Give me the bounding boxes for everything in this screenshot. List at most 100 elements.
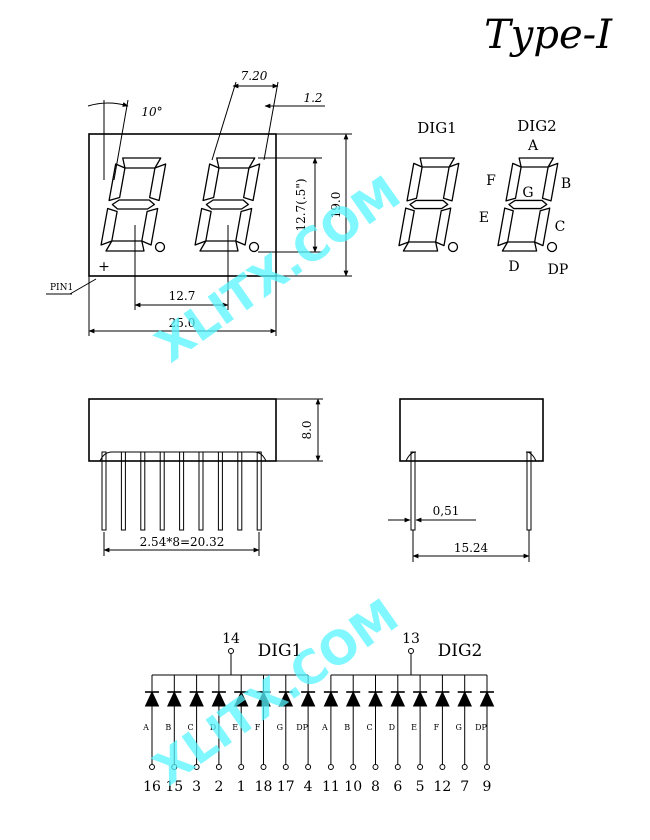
pin-terminal <box>327 764 334 770</box>
dim-seg-width-label: 1.2 <box>303 91 322 105</box>
schematic-pin-number: 16 <box>143 779 161 795</box>
segment-dp <box>248 241 260 253</box>
dim-char-height-label: 12.7(.5") <box>294 178 308 231</box>
segment-d <box>199 240 239 252</box>
schematic-pin-number: 9 <box>483 779 492 795</box>
schematic-pin-number: 8 <box>371 779 380 795</box>
seg-label-g: G <box>522 185 533 201</box>
led-diode: D6 <box>389 675 406 795</box>
segment-f <box>202 163 220 202</box>
pin-terminal <box>305 764 312 770</box>
schematic-segment-label: C <box>188 723 194 732</box>
schematic-pin-number: 10 <box>344 779 362 795</box>
side-pin <box>179 451 185 531</box>
segment-e <box>194 207 212 246</box>
schematic-segment-label: F <box>255 723 261 732</box>
segment-b <box>442 162 460 202</box>
segment-g <box>111 199 156 210</box>
segment-a <box>419 157 455 168</box>
segment-e <box>398 207 415 247</box>
led-diode: B10 <box>344 675 362 795</box>
watermark-bottom: XLITX.COM <box>144 588 408 796</box>
led-diode: F 18 <box>255 675 273 795</box>
schematic: A16B15C3D2E1F18G17DP4A11B10C8D6E5F12G7DP… <box>142 631 495 795</box>
map-digit-1 <box>398 157 460 253</box>
watermark-top: XLITX.COM <box>146 165 410 373</box>
pin1-plus-mark: + <box>98 259 110 275</box>
led-diode: F 12 <box>433 675 451 795</box>
dig1-schematic-label: DIG1 <box>258 641 303 661</box>
schematic-body: A16B15C3D2E1F18G17DP4A11B10C8D6E5F12G7DP… <box>142 648 495 795</box>
schematic-segment-label: E <box>232 723 238 732</box>
seg-label-d: D <box>508 259 519 275</box>
side-view-pins: 8.0 2.54*8=20.32 <box>88 398 323 556</box>
pin-terminal <box>282 764 289 770</box>
end-body-outline <box>399 398 544 462</box>
segment-b <box>541 162 559 202</box>
pin-terminal <box>149 764 155 770</box>
led-diode: A 11 <box>321 675 340 795</box>
schematic-pin-number: 11 <box>322 779 340 795</box>
schematic-segment-label: A <box>142 723 149 732</box>
schematic-segment-label: F <box>434 723 440 732</box>
schematic-pin-number: 18 <box>255 779 273 795</box>
pin-terminal <box>193 764 200 770</box>
segment-map: DIG1 DIG2 A F B G E C D DP <box>398 117 571 278</box>
side-pin <box>256 451 262 531</box>
dim-digit-width-ext-right <box>263 81 279 161</box>
end-pin-right <box>526 451 532 531</box>
seg-label-a: A <box>527 138 539 154</box>
led-diode: DP 9 <box>475 675 495 795</box>
schematic-pin-number: 17 <box>277 779 295 795</box>
display-body-outline <box>88 133 277 277</box>
led-diode: C3 <box>188 675 204 795</box>
segment-g <box>205 199 250 210</box>
pin-terminal <box>238 764 245 770</box>
schematic-pin-number: 15 <box>165 779 183 795</box>
side-body-outline <box>88 398 277 462</box>
segment-c <box>235 207 253 246</box>
pin-terminal <box>484 764 490 770</box>
side-pin <box>101 451 107 531</box>
side-pin <box>159 451 165 531</box>
segment-b <box>242 163 261 202</box>
segment-a <box>518 157 554 168</box>
dig1-common-terminal <box>228 648 234 654</box>
dig2-common-terminal <box>408 648 414 654</box>
segment-d <box>501 241 538 252</box>
seg-label-c: C <box>555 219 566 235</box>
segment-c <box>434 207 452 247</box>
dim-pitch-label: 12.7 <box>169 289 196 303</box>
led-diode: B15 <box>165 675 183 795</box>
dim-digit-width-ext-left <box>211 81 237 161</box>
dim-pin-pitch-label: 2.54*8=20.32 <box>140 535 225 549</box>
dig1-label: DIG1 <box>417 119 456 137</box>
pin-terminal <box>417 764 424 770</box>
side-pin <box>237 451 243 531</box>
schematic-segment-label: DP <box>475 723 487 732</box>
pin-terminal <box>372 764 379 770</box>
pin1-leader <box>69 278 97 295</box>
map-digits <box>398 157 559 253</box>
segment-d <box>402 241 439 252</box>
schematic-segment-label: A <box>321 723 328 732</box>
seg-label-b: B <box>561 176 571 192</box>
dig2-common-pin-number: 13 <box>402 631 420 647</box>
segment-f <box>108 163 126 202</box>
side-pin <box>120 451 126 531</box>
schematic-pin-number: 6 <box>393 779 402 795</box>
dig2-label: DIG2 <box>517 117 556 135</box>
type-title: Type-I <box>484 12 613 58</box>
segment-a <box>122 157 162 169</box>
front-digit-2 <box>194 157 261 253</box>
seg-label-e: E <box>479 210 489 226</box>
side-pin <box>217 451 223 531</box>
pin-terminal <box>350 764 357 770</box>
dim-width-label: 25.0 <box>169 316 196 330</box>
led-diode: E1 <box>232 675 249 795</box>
pin-terminal <box>394 764 401 770</box>
dig1-common-pin-number: 14 <box>222 631 240 647</box>
segment-g <box>508 199 548 210</box>
schematic-pin-number: 12 <box>433 779 451 795</box>
